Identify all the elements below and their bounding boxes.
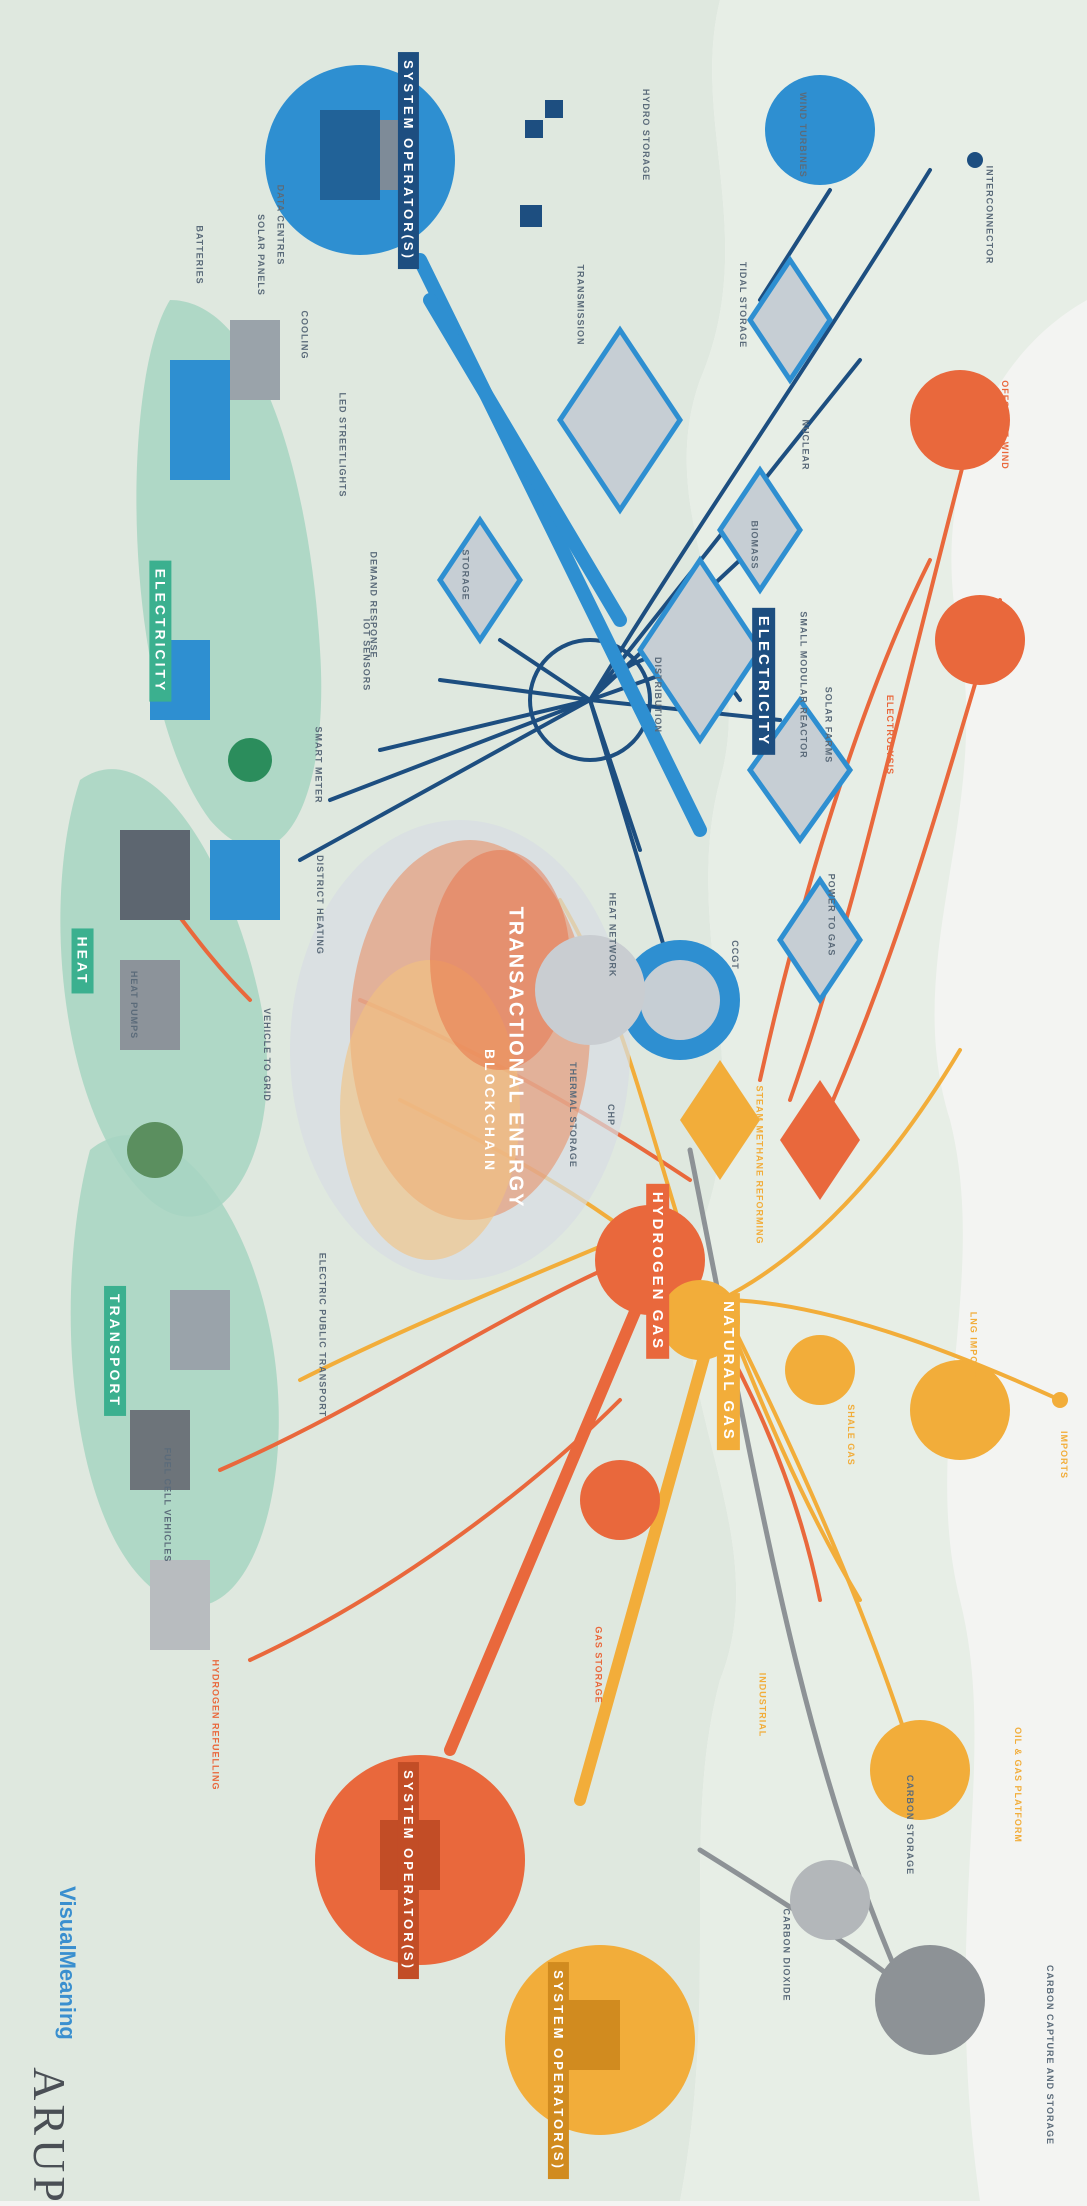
label-chp: CHP	[606, 1103, 617, 1127]
label-shale-gas: SHALE GAS	[845, 1404, 856, 1466]
label-batteries: BATTERIES	[194, 225, 205, 285]
hydrogen-trunk	[444, 1294, 646, 1756]
label-cooling: COOLING	[299, 310, 310, 360]
label-carbon-storage: CARBON STORAGE	[905, 1774, 916, 1876]
label-carbon-capture: CARBON CAPTURE AND STORAGE	[1045, 1964, 1056, 2146]
label-thermal-storage: THERMAL STORAGE	[567, 1062, 578, 1168]
label-heat-pumps: HEAT PUMPS	[129, 970, 140, 1040]
label-lng-import: LNG IMPORT	[968, 1311, 979, 1379]
transport-tag: TRANSPORT	[104, 1285, 127, 1417]
heat-tag: HEAT	[71, 928, 94, 994]
label-led-streetlights: LED STREETLIGHTS	[337, 392, 348, 498]
imports-dot	[1052, 1392, 1068, 1408]
electricity-section-tag: ELECTRICITY	[752, 607, 776, 756]
label-biomass: BIOMASS	[749, 520, 760, 570]
label-vehicle-to-grid: VEHICLE TO GRID	[261, 1008, 272, 1102]
label-hydro-storage: HYDRO STORAGE	[641, 88, 652, 182]
label-steam-methane: STEAM METHANE REFORMING	[754, 1085, 765, 1245]
gas-trunk	[574, 1294, 726, 1806]
label-fuel-cell-vehicles: FUEL CELL VEHICLES	[162, 1447, 173, 1563]
label-storage: STORAGE	[460, 549, 471, 601]
label-hydrogen-refuelling: HYDROGEN REFUELLING	[210, 1659, 221, 1791]
electricity-hub	[528, 638, 652, 762]
interconnector-dot	[967, 152, 983, 168]
label-nuclear: NUCLEAR	[800, 419, 811, 471]
label-district-heating: DISTRICT HEATING	[314, 855, 325, 955]
label-industrial: INDUSTRIAL	[757, 1672, 768, 1738]
label-transmission: TRANSMISSION	[575, 264, 586, 346]
label-interconnector: INTERCONNECTOR	[984, 165, 995, 265]
gas-operator-tag: SYSTEM OPERATOR(S)	[547, 1962, 569, 2179]
electricity-diamonds	[436, 255, 864, 1005]
arup-logo: ARUP	[23, 2067, 75, 2206]
electricity-operator-tag: SYSTEM OPERATOR(S)	[397, 52, 419, 269]
label-distribution: DISTRIBUTION	[653, 657, 663, 733]
carbon-facilities	[790, 1860, 985, 2055]
transactional-cloud	[290, 820, 630, 1280]
label-power-to-gas: POWER TO GAS	[826, 873, 837, 957]
label-electric-public-transport: ELECTRIC PUBLIC TRANSPORT	[317, 1252, 328, 1418]
consumer-zone-transport	[70, 1135, 279, 1607]
hydrogen-operator-tag: SYSTEM OPERATOR(S)	[397, 1762, 419, 1979]
label-smart-meter: SMART METER	[313, 726, 324, 804]
label-gas-storage: GAS STORAGE	[593, 1626, 604, 1704]
label-solar-farms: SOLAR FARMS	[823, 686, 834, 764]
electricity-trunk	[413, 253, 707, 837]
wind-turbines-circle	[765, 75, 875, 185]
consumer-buildings	[120, 320, 280, 1650]
label-oil-gas-platform: OIL & GAS PLATFORM	[1012, 1727, 1023, 1843]
label-data-centres: DATA CENTRES	[275, 184, 286, 266]
visualmeaning-logo: VisualMeaning	[54, 1886, 80, 2040]
natural-gas-tag: NATURAL GAS	[716, 1293, 740, 1450]
label-heat-network: HEAT NETWORK	[607, 892, 618, 978]
label-ccgt: CCGT	[729, 940, 740, 970]
chp-plant	[535, 935, 645, 1045]
label-electrolysis: ELECTROLYSIS	[885, 694, 896, 776]
label-carbon-dioxide: CARBON DIOXIDE	[781, 1908, 792, 2002]
operator-icons	[520, 100, 563, 227]
hydrogen-tag: HYDROGEN GAS	[646, 1183, 670, 1360]
label-demand-response: DEMAND RESPONSE	[368, 551, 379, 659]
label-imports: IMPORTS	[1059, 1430, 1070, 1480]
transactional-energy-title: TRANSACTIONAL ENERGY	[504, 906, 527, 1209]
label-tidal-storage: TIDAL STORAGE	[738, 261, 749, 349]
label-small-modular-reactor: SMALL MODULAR REACTOR	[798, 611, 809, 759]
electricity-consumer-tag: ELECTRICITY	[149, 560, 172, 702]
label-solar-panels: SOLAR PANELS	[255, 214, 266, 296]
blockchain-title: BLOCKCHAIN	[482, 1048, 499, 1174]
label-offshore-wind: OFFSHORE WIND	[999, 380, 1010, 470]
label-wind-turbines: WIND TURBINES	[797, 92, 808, 178]
